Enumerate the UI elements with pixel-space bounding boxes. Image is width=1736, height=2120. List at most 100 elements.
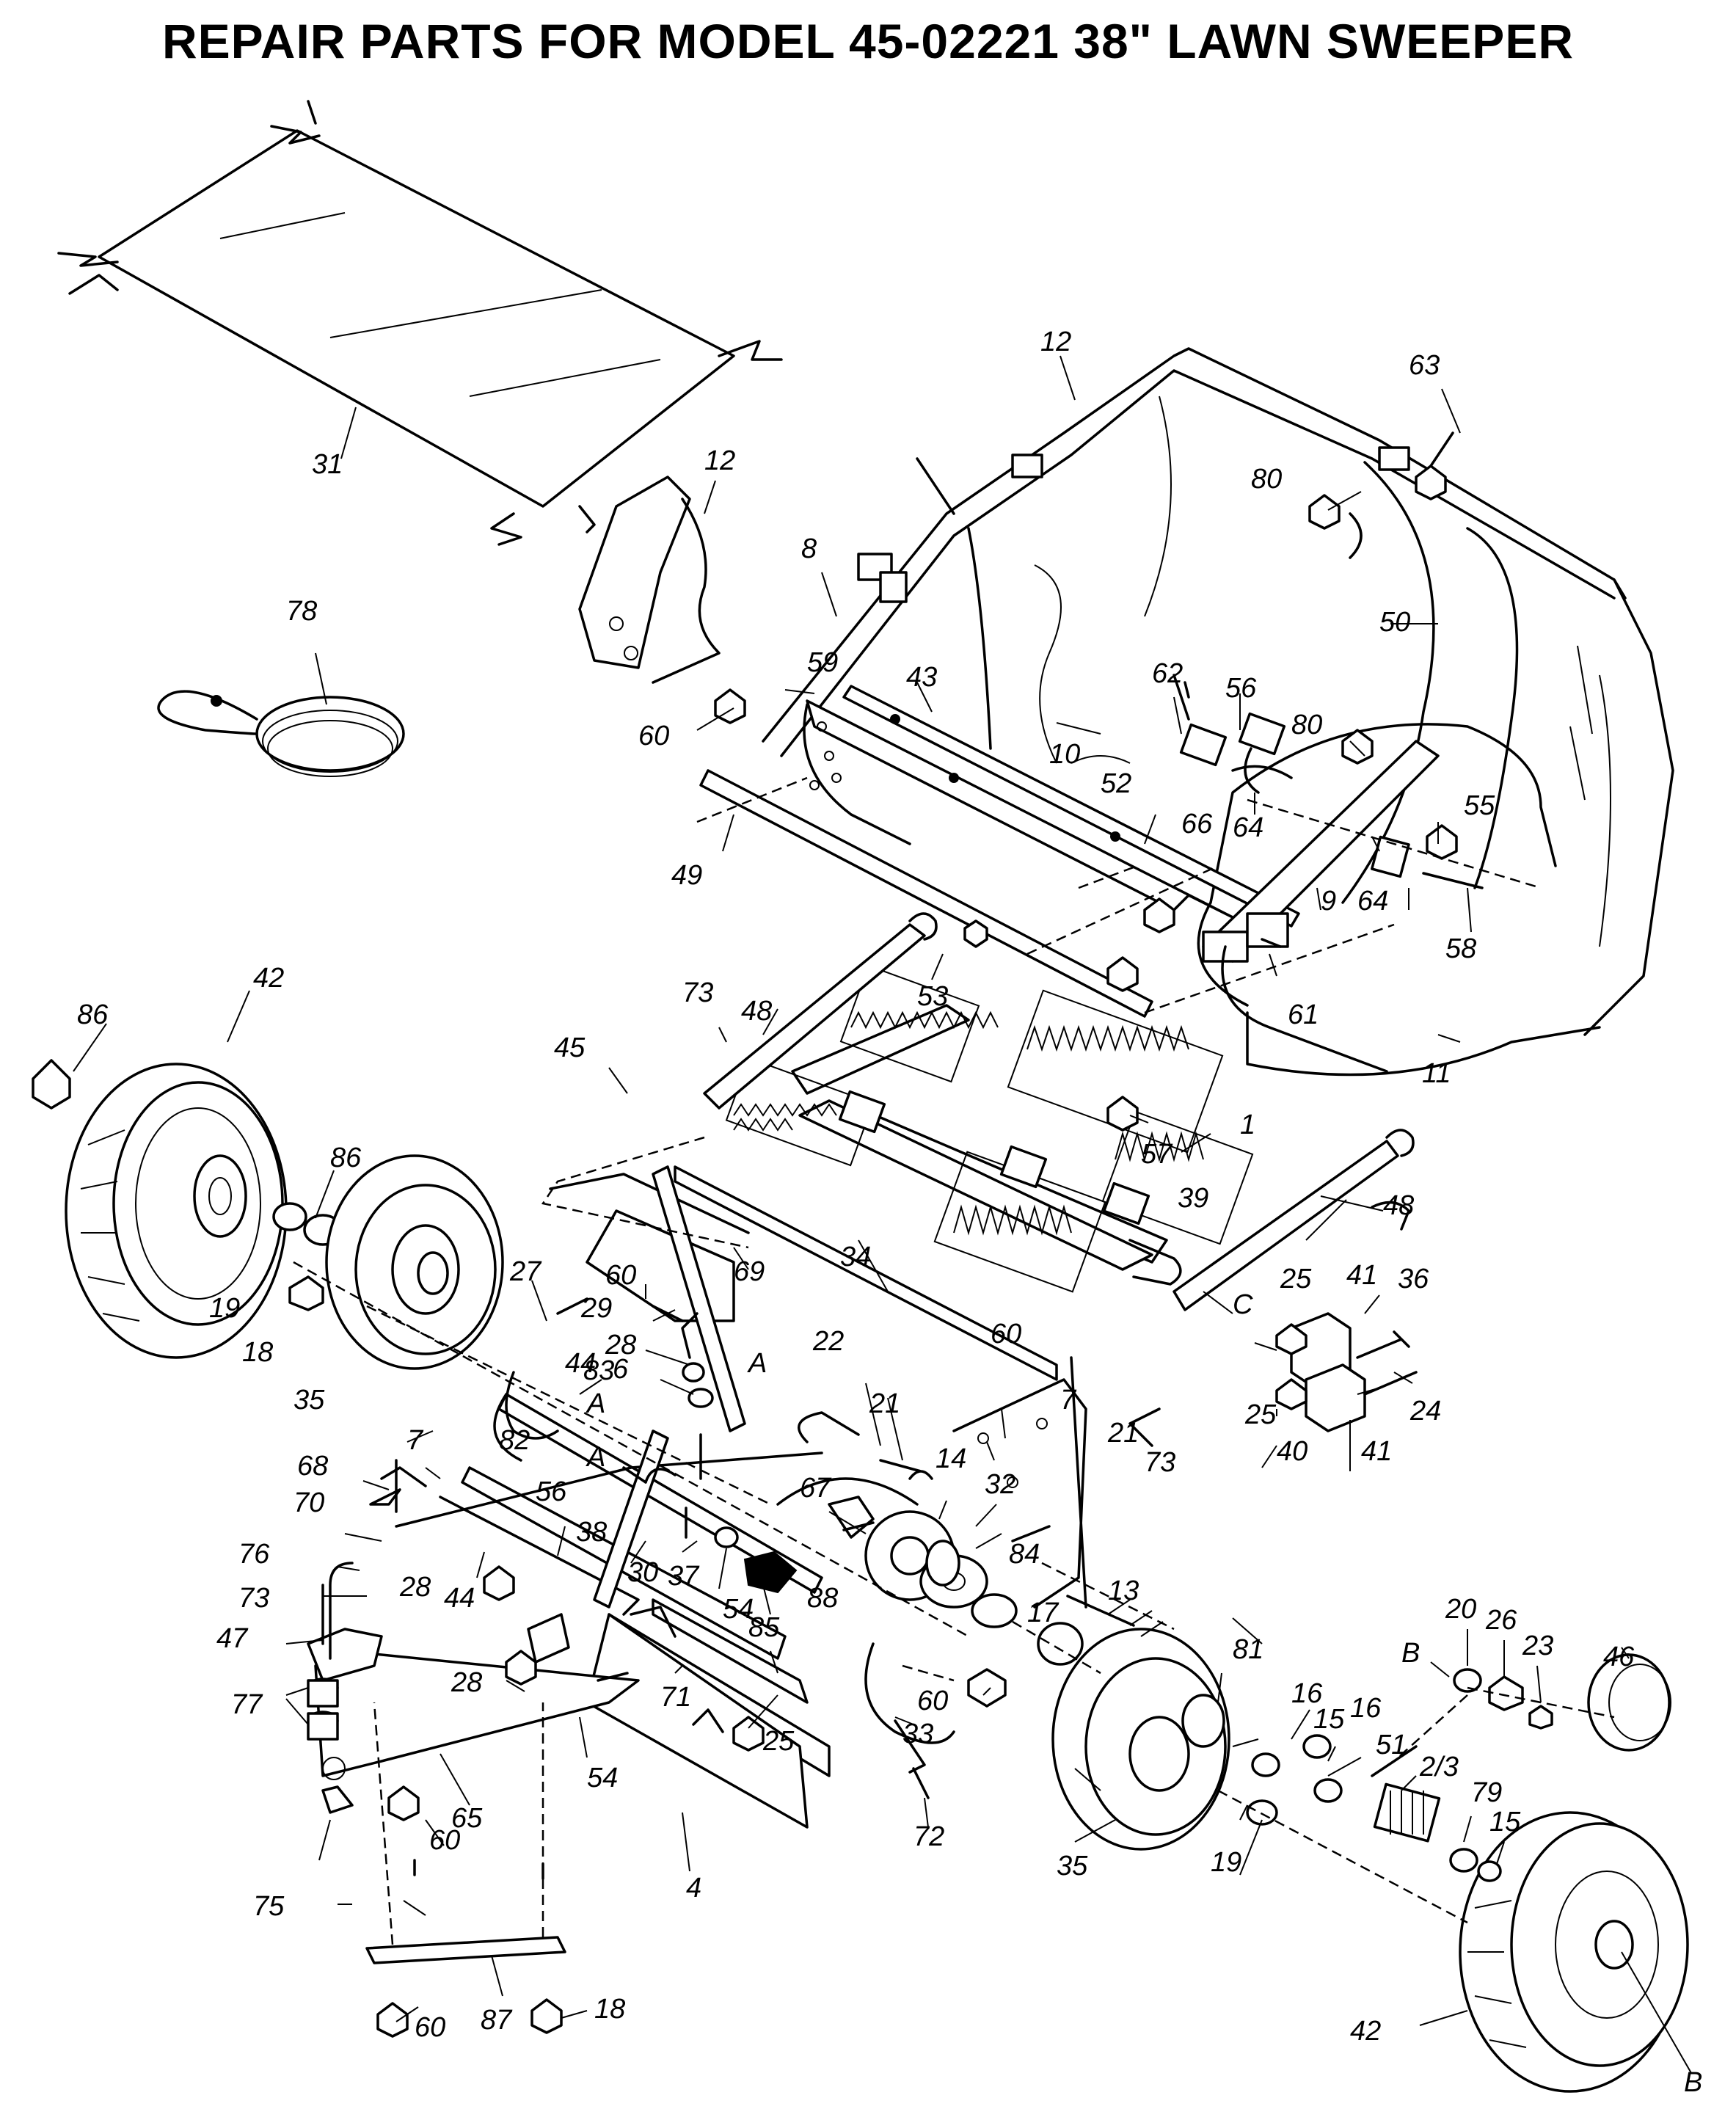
callout-25-mid: 25 [1244, 1399, 1277, 1430]
callout-88: 88 [807, 1583, 838, 1614]
callout-55: 55 [1464, 790, 1495, 821]
left-wheel-drawing [32, 1059, 343, 1359]
callout-64-lower: 64 [1357, 886, 1388, 917]
assembly-guide-lines [293, 776, 1542, 1762]
callout-29: 29 [580, 1293, 612, 1324]
callout-68: 68 [297, 1451, 328, 1482]
hardware-drawing [321, 431, 1615, 2038]
callout-20: 20 [1445, 1594, 1476, 1625]
right-wheel-rim-drawing [919, 1554, 1230, 1851]
callout-51: 51 [1376, 1730, 1407, 1760]
callout-35-left: 35 [293, 1385, 325, 1416]
callout-47: 47 [216, 1623, 249, 1654]
callout-86-right: 86 [330, 1143, 362, 1173]
callout-8: 8 [801, 533, 817, 564]
callout-7-right: 7 [1060, 1385, 1077, 1416]
callout-48-right: 48 [1383, 1190, 1414, 1221]
callout-19-left: 19 [209, 1293, 240, 1324]
callout-46: 46 [1603, 1642, 1635, 1672]
callout-45: 45 [554, 1032, 586, 1063]
callout-60-bag: 60 [638, 721, 669, 751]
callout-44-upper: 44 [565, 1348, 596, 1379]
callout-28-lower: 28 [451, 1667, 482, 1698]
callout-26: 26 [1485, 1605, 1517, 1636]
callout-52: 52 [1101, 768, 1131, 799]
callout-86-left: 86 [77, 999, 109, 1030]
callout-1: 1 [1240, 1110, 1255, 1140]
callout-81: 81 [1233, 1634, 1263, 1665]
callout-75: 75 [253, 1891, 285, 1922]
callout-6: 6 [613, 1354, 629, 1385]
callout-15-upper: 15 [1313, 1704, 1345, 1735]
callout-32: 32 [985, 1469, 1015, 1500]
callout-35-right: 35 [1057, 1851, 1088, 1882]
callout-72: 72 [913, 1821, 944, 1852]
callout-54-upper: 54 [723, 1594, 754, 1625]
callout-12-panel: 12 [704, 445, 735, 476]
callout-87: 87 [481, 2005, 513, 2036]
callout-80-lower: 80 [1291, 710, 1322, 740]
callout-23: 23 [1522, 1631, 1553, 1661]
callout-31: 31 [312, 449, 343, 480]
callout-17: 17 [1027, 1598, 1060, 1628]
ref-letter-b-2: B [1684, 2067, 1702, 2098]
callout-38: 38 [576, 1517, 607, 1548]
callout-50: 50 [1379, 607, 1410, 638]
callout-56-lower: 56 [536, 1476, 567, 1507]
callout-5: 5 [763, 1561, 779, 1592]
callout-62: 62 [1152, 658, 1183, 689]
callout-77: 77 [231, 1689, 263, 1720]
callout-16-left: 16 [1291, 1678, 1323, 1709]
callout-60-frame: 60 [605, 1260, 636, 1291]
grass-bag-drawing [57, 100, 783, 546]
left-wheel-rim-drawing [288, 1154, 504, 1370]
callout-56-upper: 56 [1225, 673, 1257, 704]
callout-48-left: 48 [741, 996, 772, 1027]
callout-69: 69 [734, 1256, 765, 1287]
callout-73-upper: 73 [682, 977, 713, 1008]
callout-18-upper: 18 [242, 1337, 273, 1368]
callout-9: 9 [1321, 886, 1336, 917]
linkage-drawing [307, 1429, 823, 1964]
callout-18-lower: 18 [594, 1994, 625, 2025]
callout-61: 61 [1288, 999, 1319, 1030]
callout-33: 33 [902, 1719, 933, 1749]
callout-28-upper: 28 [605, 1330, 636, 1360]
callout-13: 13 [1108, 1576, 1139, 1606]
callout-25-lower: 25 [762, 1726, 795, 1757]
callout-14: 14 [936, 1443, 966, 1474]
callout-79: 79 [1471, 1777, 1502, 1808]
arm-48-drawing [703, 912, 1415, 1311]
callout-60-cable: 60 [917, 1686, 948, 1716]
callout-30: 30 [627, 1557, 658, 1588]
callout-71: 71 [660, 1682, 691, 1713]
callout-83: 83 [583, 1355, 614, 1386]
callout-59: 59 [807, 647, 838, 678]
callout-11: 11 [1422, 1058, 1451, 1089]
callout-10: 10 [1049, 739, 1080, 770]
callout-12-frame: 12 [1040, 327, 1071, 357]
hopper-bar-drawing [699, 685, 1440, 1073]
brush-assembly-drawing [725, 964, 1254, 1293]
callout-44-lower: 44 [444, 1583, 475, 1614]
callout-54-lower: 54 [587, 1763, 618, 1793]
right-wheel-drawing [1459, 1653, 1689, 2093]
ref-letter-b-1: B [1401, 1638, 1420, 1669]
callout-60-right: 60 [991, 1319, 1021, 1349]
callout-65: 65 [451, 1803, 483, 1834]
callout-21-left: 21 [869, 1388, 900, 1419]
callout-63: 63 [1409, 350, 1440, 381]
callout-16-right: 16 [1350, 1693, 1382, 1724]
callout-80-upper: 80 [1251, 464, 1282, 495]
callout-60-linkage: 60 [429, 1825, 460, 1856]
callout-22: 22 [812, 1326, 844, 1357]
callout-37: 37 [668, 1561, 700, 1592]
ref-letter-a-1: A [747, 1348, 767, 1379]
page-title: REPAIR PARTS FOR MODEL 45-02221 38" LAWN… [161, 14, 1575, 68]
ref-letter-c: C [1233, 1289, 1253, 1320]
callout-73-left: 73 [238, 1583, 269, 1614]
callout-60-bottom: 60 [415, 2012, 445, 2043]
callout-21-right: 21 [1107, 1418, 1139, 1449]
callout-19-right: 19 [1211, 1847, 1241, 1878]
